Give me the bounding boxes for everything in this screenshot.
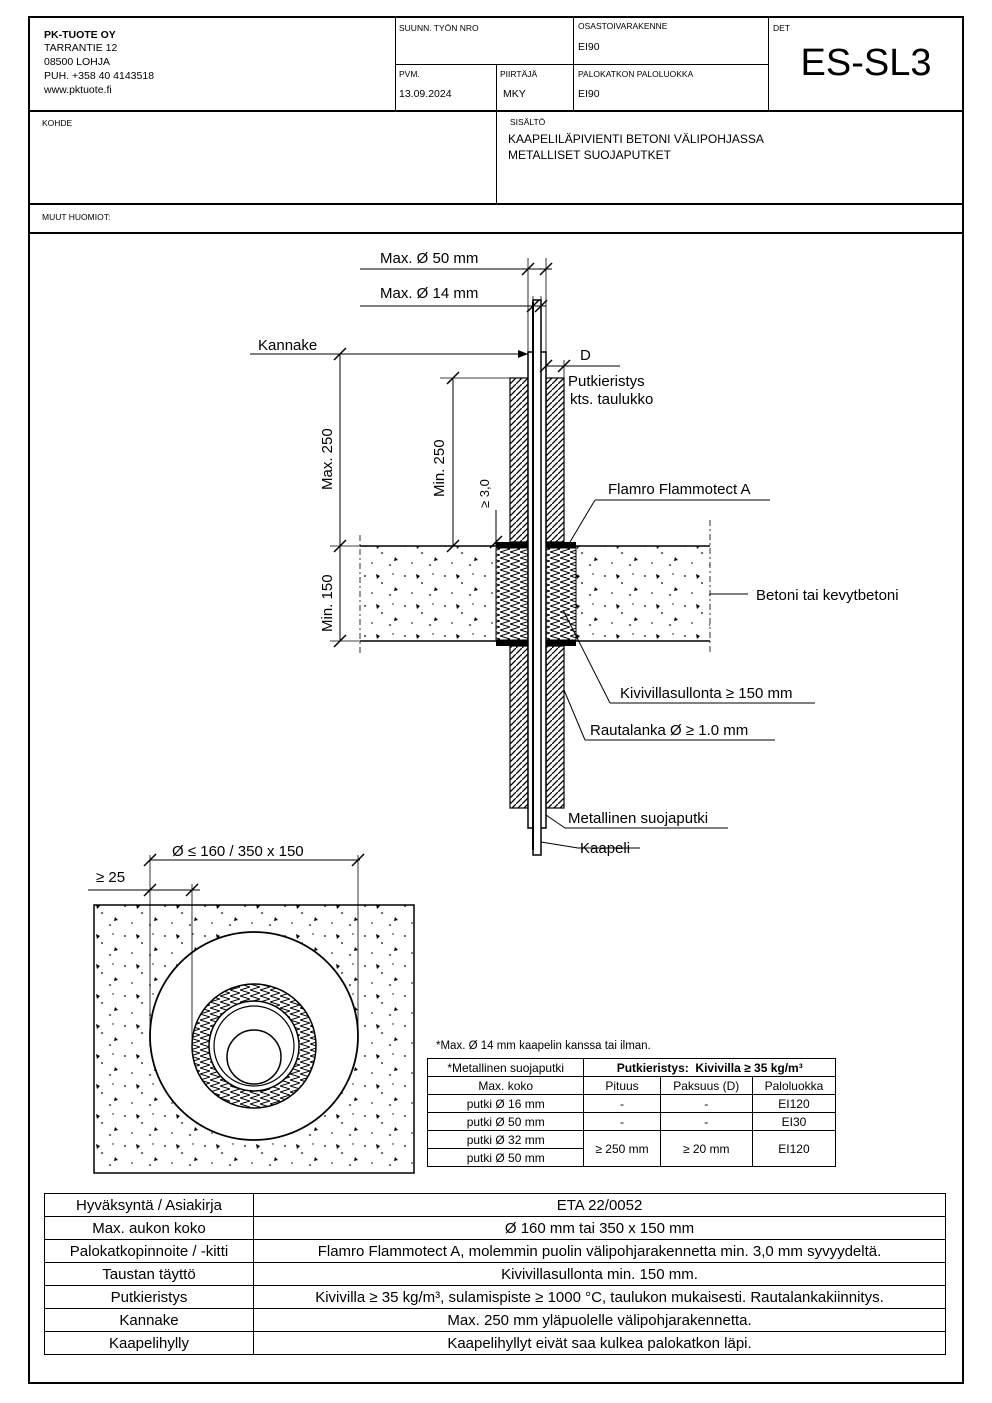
title-divider <box>573 17 574 110</box>
min250-label: Min. 250 <box>431 439 448 497</box>
date-value: 13.09.2024 <box>399 88 452 100</box>
sisalto-line2: METALLISET SUOJAPUTKET <box>508 148 671 162</box>
insulation-table: *Metallinen suojaputki Putkieristys: Kiv… <box>426 1058 837 1167</box>
det-value: ES-SL3 <box>800 42 932 84</box>
ge25-label: ≥ 25 <box>96 869 125 886</box>
table-row: putki Ø 16 mm - - EI120 <box>426 1094 837 1113</box>
det-label: DET <box>773 23 790 33</box>
dim-max50-label: Max. Ø 50 mm <box>380 250 478 267</box>
d-label: D <box>580 347 591 364</box>
dim-max14-label: Max. Ø 14 mm <box>380 285 478 302</box>
putkieristys-label: Putkieristys <box>568 373 645 390</box>
kivivilla-label: Kivivillasullonta ≥ 150 mm <box>620 685 792 702</box>
osasto-value: EI90 <box>578 41 600 53</box>
kaapeli-label: Kaapeli <box>580 840 630 857</box>
osasto-label: OSASTOIVARAKENNE <box>578 21 668 31</box>
title-divider <box>395 17 396 110</box>
opening-dim-label: Ø ≤ 160 / 350 x 150 <box>172 843 304 860</box>
sisalto-line1: KAAPELILÄPIVIENTI BETONI VÄLIPOHJASSA <box>508 132 764 146</box>
insulation-header-pipe: *Metallinen suojaputki <box>426 1058 585 1077</box>
rautalanka-label: Rautalanka Ø ≥ 1.0 mm <box>590 722 748 739</box>
company-web: www.pktuote.fi <box>44 84 112 96</box>
title-divider <box>28 232 964 234</box>
title-divider <box>28 203 964 205</box>
drawer-label: PIIRTÄJÄ <box>500 69 538 79</box>
col-thickness: Paksuus (D) <box>659 1076 753 1095</box>
drawer-value: MKY <box>503 88 526 100</box>
company-city: 08500 LOHJA <box>44 56 110 68</box>
title-divider <box>496 111 497 203</box>
sisalto-label: SISÄLTÖ <box>510 117 546 127</box>
work-no-label: SUUNN. TYÖN NRO <box>399 23 479 33</box>
min150-label: Min. 150 <box>319 574 336 632</box>
metallinen-label: Metallinen suojaputki <box>568 810 708 827</box>
ge30-label: ≥ 3,0 <box>477 479 492 508</box>
title-divider <box>496 64 497 110</box>
class-value: EI90 <box>578 88 600 100</box>
table-note: *Max. Ø 14 mm kaapelin kanssa tai ilman. <box>436 1040 651 1052</box>
class-label: PALOKATKON PALOLUOKKA <box>578 69 694 79</box>
col-max-size: Max. koko <box>426 1076 585 1095</box>
kohde-label: KOHDE <box>42 118 73 128</box>
company-name: PK-TUOTE OY <box>44 29 116 41</box>
muut-label: MUUT HUOMIOT: <box>42 212 111 222</box>
table-row: putki Ø 50 mm - - EI30 <box>426 1112 837 1131</box>
col-class: Paloluokka <box>751 1076 837 1095</box>
putkieristys-note: kts. taulukko <box>570 391 653 408</box>
kannake-label: Kannake <box>258 337 317 354</box>
table-row: putki Ø 32 mm ≥ 250 mm ≥ 20 mm EI120 <box>426 1130 837 1167</box>
table-row: putki Ø 50 mm <box>426 1148 836 1167</box>
betoni-label: Betoni tai kevytbetoni <box>756 587 899 604</box>
title-divider <box>396 64 768 65</box>
title-divider <box>768 17 769 110</box>
flamro-label: Flamro Flammotect A <box>608 481 751 498</box>
date-label: PVM. <box>399 69 420 79</box>
drawing-frame <box>28 16 964 1384</box>
company-address: TARRANTIE 12 <box>44 42 118 54</box>
company-phone: PUH. +358 40 4143518 <box>44 70 155 82</box>
insulation-header-spec: Putkieristys: Kivivilla ≥ 35 kg/m³ <box>583 1058 836 1077</box>
col-length: Pituus <box>583 1076 661 1095</box>
max250-label: Max. 250 <box>319 428 336 490</box>
